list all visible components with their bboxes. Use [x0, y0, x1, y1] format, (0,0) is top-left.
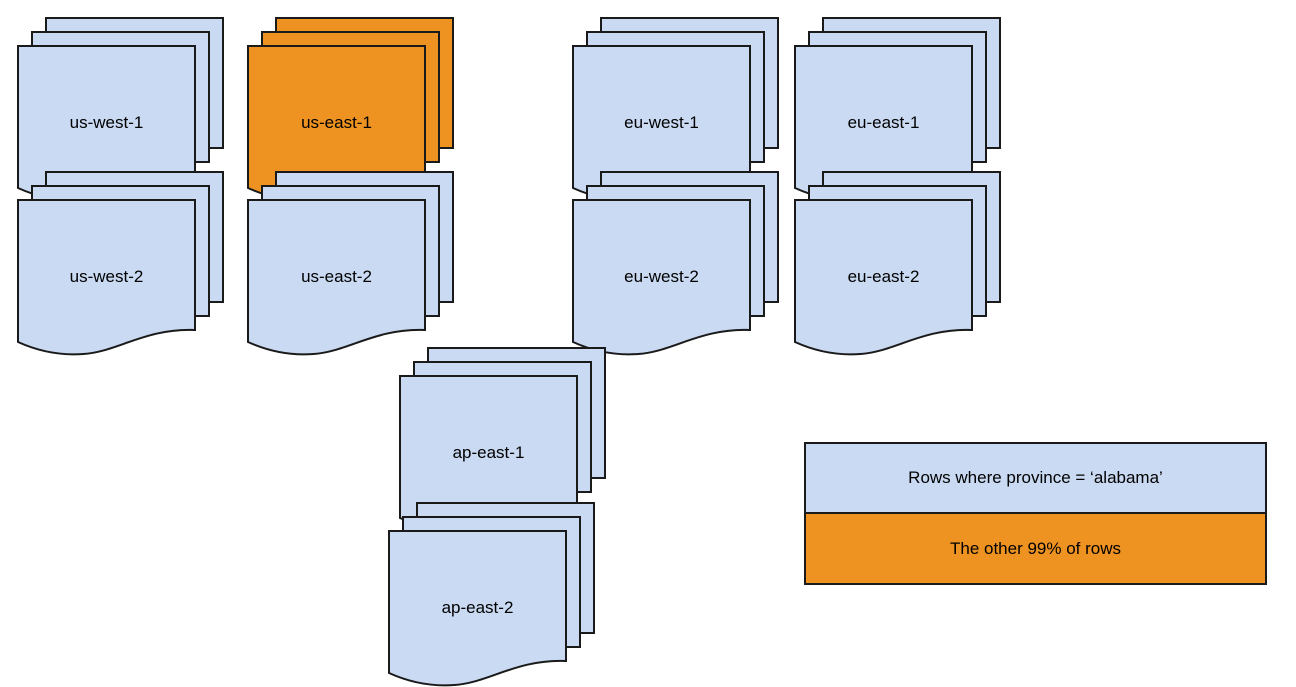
region-stack-eu-west-2[interactable]: eu-west-2 [571, 170, 780, 356]
region-stack-eu-east-2[interactable]: eu-east-2 [793, 170, 1002, 356]
stack-shape-eu-west-1 [572, 17, 779, 202]
region-stack-us-west-2[interactable]: us-west-2 [16, 170, 225, 356]
sheet-front [388, 530, 567, 687]
stack-shape-us-west-1 [17, 17, 224, 202]
region-stack-us-west-1[interactable]: us-west-1 [16, 16, 225, 202]
stack-shape-ap-east-1 [399, 347, 606, 532]
legend-row-legend-orange: The other 99% of rows [806, 514, 1265, 583]
sheet-front [247, 199, 426, 356]
legend-label: The other 99% of rows [949, 538, 1122, 558]
region-stack-us-east-1[interactable]: us-east-1 [246, 16, 455, 202]
region-stack-ap-east-2[interactable]: ap-east-2 [387, 501, 596, 687]
stack-shape-us-west-2 [17, 171, 224, 356]
stack-shape-us-east-2 [247, 171, 454, 356]
stack-shape-us-east-1 [247, 17, 454, 202]
stack-shape-eu-east-1 [794, 17, 1001, 202]
legend-label: Rows where province = ‘alabama’ [908, 468, 1163, 487]
region-stack-ap-east-1[interactable]: ap-east-1 [398, 346, 607, 532]
region-stack-eu-west-1[interactable]: eu-west-1 [571, 16, 780, 202]
region-stack-us-east-2[interactable]: us-east-2 [246, 170, 455, 356]
stack-shape-ap-east-2 [388, 502, 595, 687]
stack-shape-eu-west-2 [572, 171, 779, 356]
sheet-front [572, 199, 751, 356]
stack-shape-eu-east-2 [794, 171, 1001, 356]
sheet-front [794, 199, 973, 356]
legend-row-legend-blue: Rows where province = ‘alabama’ [806, 444, 1265, 514]
sheet-front [17, 199, 196, 356]
legend-box: Rows where province = ‘alabama’ The other… [804, 442, 1267, 585]
